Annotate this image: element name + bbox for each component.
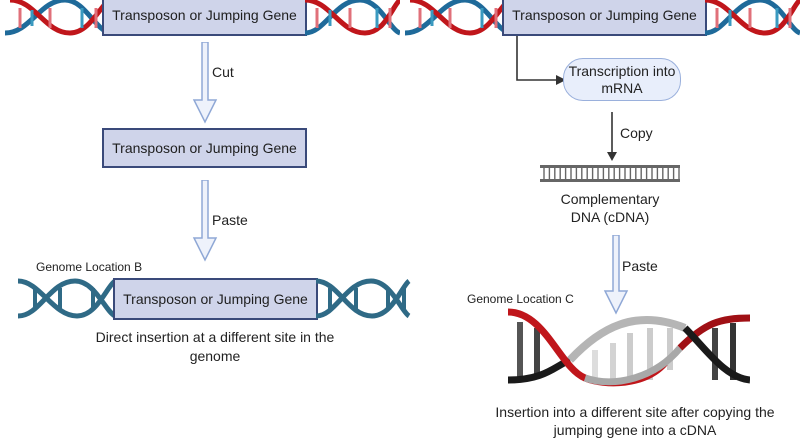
copy-arrow xyxy=(607,112,617,161)
paste-label-right: Paste xyxy=(622,258,658,274)
cut-label: Cut xyxy=(212,64,234,80)
caption-right: Insertion into a different site after co… xyxy=(495,404,775,438)
caption-left: Direct insertion at a different site in … xyxy=(95,329,335,364)
dna-helix-location-c xyxy=(507,308,750,387)
dna-helix-top-left-a xyxy=(4,0,110,36)
cdna-label: Complementary DNA (cDNA) xyxy=(560,191,660,225)
genome-location-c-label: Genome Location C xyxy=(467,292,574,306)
dna-helix-location-b-a xyxy=(17,278,115,319)
paste-arrow-right xyxy=(603,235,629,315)
paste-label-left: Paste xyxy=(212,212,248,228)
paste-arrow-left xyxy=(192,180,218,262)
copy-label: Copy xyxy=(620,125,653,141)
cdna-ladder xyxy=(540,165,680,182)
genome-location-b-label: Genome Location B xyxy=(36,260,143,274)
transcription-arrow xyxy=(516,36,566,85)
dna-helix-top-right-b xyxy=(705,0,800,36)
transposon-box-left-middle: Transposon or Jumping Gene xyxy=(102,128,307,168)
dna-helix-top-right-a xyxy=(404,0,510,36)
dna-helix-top-left-b xyxy=(305,0,400,36)
dna-helix-location-b-b xyxy=(316,278,411,319)
transcription-mrna-node: Transcription into mRNA xyxy=(563,58,681,101)
transposon-box-location-b: Transposon or Jumping Gene xyxy=(113,278,318,320)
transposon-box-left-top: Transposon or Jumping Gene xyxy=(102,0,307,36)
transposon-box-right-top: Transposon or Jumping Gene xyxy=(502,0,707,36)
cut-arrow xyxy=(192,42,218,124)
